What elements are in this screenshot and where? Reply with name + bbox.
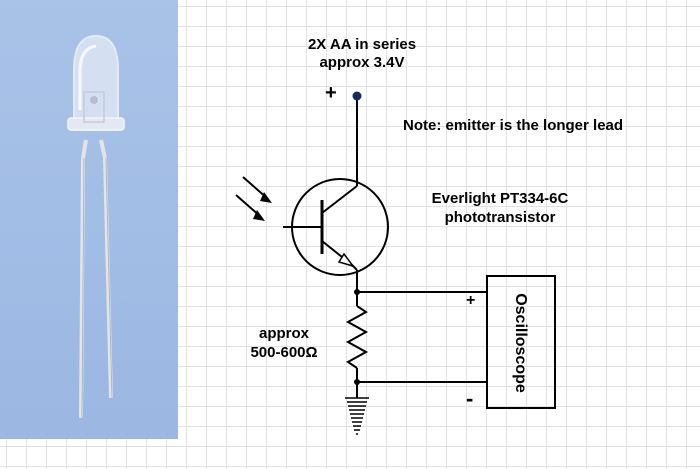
resistor-symbol <box>345 305 369 369</box>
part-label-line1: Everlight PT334-6C <box>431 190 569 207</box>
part-label-line2: phototransistor <box>444 209 556 226</box>
resistor-label: approx 500-600Ω <box>234 324 334 362</box>
light-arrow-head-2 <box>253 210 265 221</box>
phototransistor-image <box>67 34 125 419</box>
supply-plus-sign: + <box>325 82 337 104</box>
photo-lead-right <box>103 157 113 399</box>
note-text: Note: emitter is the longer lead <box>403 117 624 134</box>
supply-label-line1: 2X AA in series <box>307 36 417 53</box>
junction-dot-top <box>354 289 360 295</box>
oscilloscope-label: Oscilloscope <box>512 293 529 393</box>
light-arrow-head-1 <box>260 192 272 203</box>
scope-plus-sign: + <box>466 292 476 309</box>
part-label: Everlight PT334-6C phototransistor <box>410 189 590 227</box>
photo-flange <box>67 117 125 131</box>
emitter-arrow <box>337 252 355 268</box>
resistor-label-line1: approx <box>258 325 309 342</box>
oscilloscope-box <box>486 275 556 409</box>
photo-lens-body <box>73 34 119 131</box>
ground-symbol <box>345 397 369 435</box>
photo-lead-left <box>79 157 85 419</box>
resistor-label-line2: 500-600Ω <box>250 344 318 361</box>
oscilloscope-label-box: Oscilloscope <box>484 278 556 408</box>
scope-minus-sign: - <box>466 386 474 411</box>
phototransistor-photo <box>0 0 178 439</box>
supply-terminal-dot <box>352 91 362 101</box>
supply-label-line2: approx 3.4V <box>319 54 405 71</box>
junction-dot-bottom <box>354 379 360 385</box>
supply-label: 2X AA in series approx 3.4V <box>292 36 432 72</box>
